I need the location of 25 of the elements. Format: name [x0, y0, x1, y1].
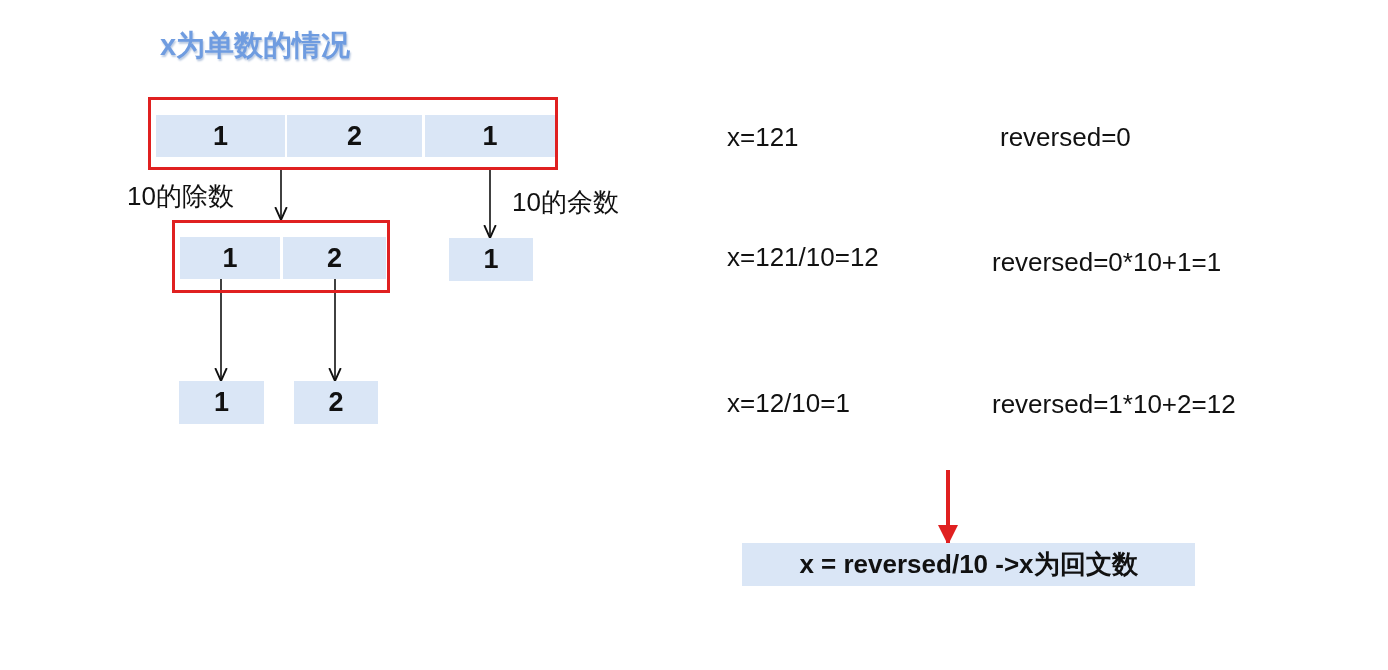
digit-group-box: [148, 97, 558, 170]
digit-group-box: [172, 220, 390, 293]
edge-label: 10的余数: [512, 185, 619, 219]
digit-cell: 2: [294, 381, 378, 424]
equation-text: x=121: [727, 121, 799, 153]
digit-cell: 1: [449, 238, 533, 281]
arrow: [214, 278, 228, 382]
digit-cell: 1: [156, 115, 285, 157]
diagram-title: x为单数的情况: [160, 28, 351, 63]
edge-label: 10的除数: [127, 179, 234, 213]
digit-cell: 1: [179, 381, 264, 424]
digit-cell: 2: [283, 237, 386, 279]
arrow: [274, 169, 288, 221]
equation-text: reversed=1*10+2=12: [992, 388, 1236, 420]
arrow: [483, 169, 497, 239]
result-box: x = reversed/10 ->x为回文数: [742, 543, 1195, 586]
digit-cell: 1: [425, 115, 555, 157]
digit-cell: 2: [287, 115, 422, 157]
equation-text: x=12/10=1: [727, 387, 850, 419]
arrow: [328, 278, 342, 382]
equation-text: x=121/10=12: [727, 241, 879, 273]
equation-text: reversed=0*10+1=1: [992, 246, 1222, 278]
digit-cell: 1: [180, 237, 280, 279]
arrow: [938, 470, 958, 545]
equation-text: reversed=0: [1000, 121, 1131, 153]
